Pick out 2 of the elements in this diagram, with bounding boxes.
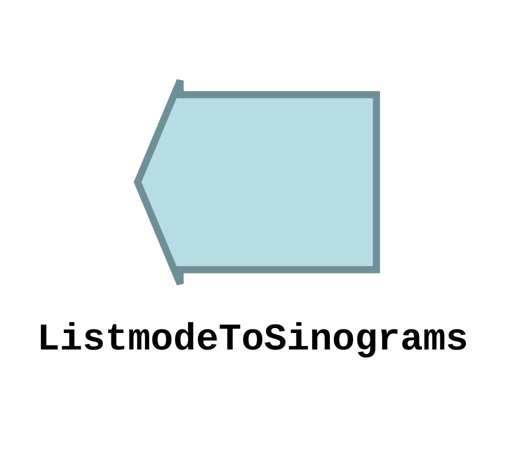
node-text: ListmodeToSinograms [37,319,468,362]
node-arrow [134,76,380,287]
